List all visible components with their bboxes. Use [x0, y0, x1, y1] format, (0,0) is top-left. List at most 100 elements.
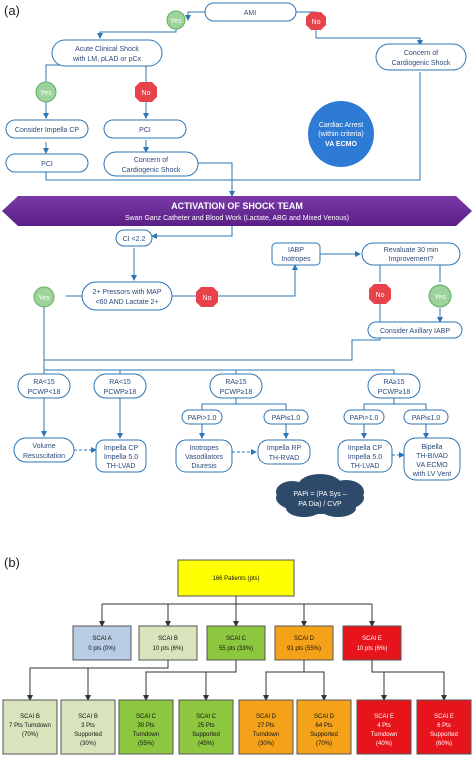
- leaf-nodes: SCAI B7 Pts Turndown(70%)SCAI B3 PtsSupp…: [2, 699, 472, 755]
- no-node-top: [306, 12, 326, 30]
- reevaluate-line1: Revaluate 30 min: [384, 247, 439, 254]
- ra2-line1: RA<15: [109, 379, 131, 386]
- consider-impella-text: Consider Impella CP: [15, 127, 80, 134]
- leaf-detail: (45%): [198, 741, 214, 747]
- inotropes-line1: Inotropes: [189, 445, 219, 452]
- concern-right-line2: Cardiogenic Shock: [392, 60, 451, 67]
- ci-node: [115, 229, 153, 247]
- papi-le1-node-a: [263, 409, 309, 425]
- ra1-line1: RA<15: [33, 379, 55, 386]
- leaf-name: SCAI B: [20, 714, 40, 720]
- banner-subtitle: Swan Ganz Catheter and Blood Work (Lacta…: [125, 215, 349, 222]
- impella-lvad-node: [95, 439, 147, 473]
- leaf-detail: (40%): [376, 741, 392, 747]
- pci-mid-text: PCI: [139, 127, 151, 134]
- leaf-detail: (60%): [436, 741, 452, 747]
- ami-text: AMI: [244, 10, 257, 17]
- yes-node-left: [35, 81, 57, 103]
- banner-title: ACTIVATION OF SHOCK TEAM: [171, 201, 303, 211]
- pressors-node: [81, 281, 173, 311]
- impella-rp-line2: TH-RVAD: [269, 455, 299, 462]
- stage-node-4: SCAI E10 pts (6%): [342, 625, 402, 661]
- consider-impella-node: [5, 119, 89, 139]
- inotropes-line2: Vasodilators: [185, 454, 224, 461]
- papi-formula-cloud: [276, 474, 364, 517]
- pci-mid-node: [103, 119, 187, 139]
- ra4-line2: PCWP≥18: [378, 389, 411, 396]
- impella-lvad2-line2: Impella 5.0: [348, 454, 382, 461]
- axillary-iabp-text: Consider Axillary IABP: [380, 328, 450, 335]
- leaf-name: SCAI E: [374, 714, 394, 720]
- impella-lvad-line1: Impella CP: [104, 445, 139, 452]
- leaf-detail: Supported: [430, 732, 458, 738]
- no-text-top: No: [312, 19, 321, 26]
- no-text-mid: No: [142, 90, 151, 97]
- no-node-mid: [135, 82, 157, 102]
- bipella-line1: Bipella: [421, 444, 442, 451]
- pci-left-text: PCI: [41, 161, 53, 168]
- leaf-name: SCAI D: [256, 714, 277, 720]
- stage-name: SCAI C: [226, 636, 247, 642]
- panel-b-label: (b): [4, 555, 20, 570]
- no-text-reevaluate: No: [376, 292, 385, 299]
- leaf-detail: 30 Pts: [137, 723, 154, 729]
- stage-node-3: SCAI D91 pts (55%): [274, 625, 334, 661]
- leaf-name: SCAI D: [314, 714, 335, 720]
- volume-node: [13, 437, 75, 463]
- stage-node-0: SCAI A0 pts (0%): [72, 625, 132, 661]
- no-text-pressors: No: [203, 295, 212, 302]
- iabp-node: [271, 242, 321, 266]
- leaf-detail: Turndown: [253, 732, 279, 738]
- leaf-detail: 64 Pts: [315, 723, 332, 729]
- leaf-detail: (30%): [258, 741, 274, 747]
- ra2-line2: PCWP≥18: [104, 389, 137, 396]
- acute-shock-line1: Acute Clinical Shock: [75, 46, 139, 53]
- impella-lvad2-line1: Impella CP: [348, 445, 383, 452]
- ra-node-1: [17, 373, 71, 399]
- cardiac-arrest-line1: Cardiac Arrest: [319, 122, 363, 129]
- leaf-detail: 7 Pts Turndown: [9, 723, 51, 729]
- leaf-detail: Supported: [192, 732, 220, 738]
- yes-text-reevaluate: Yes: [434, 294, 446, 301]
- ami-node: [204, 2, 297, 22]
- papi-le1-text-b: PAPi≤1.0: [412, 415, 441, 422]
- no-node-reevaluate: [369, 284, 391, 304]
- leaf-detail: 27 Pts: [257, 723, 274, 729]
- impella-lvad-line3: TH-LVAD: [107, 463, 136, 470]
- ra1-line2: PCWP<18: [28, 389, 61, 396]
- papi-gt1-node-a: [181, 409, 223, 425]
- stage-detail: 10 pts (6%): [357, 646, 388, 652]
- root-text: 166 Patients (pts): [212, 576, 259, 582]
- volume-line2: Resuscitation: [23, 453, 65, 460]
- bipella-line3: VA ECMO: [416, 462, 448, 469]
- leaf-name: SCAI C: [196, 714, 217, 720]
- reevaluate-node: [361, 242, 461, 266]
- acute-shock-line2: with LM, pLAD or pCx: [72, 56, 142, 63]
- papi-gt1-node-b: [343, 409, 385, 425]
- yes-text-mid: Yes: [38, 295, 50, 302]
- ra4-line1: RA≥15: [383, 379, 404, 386]
- inotropes-node: [175, 439, 233, 473]
- papi-le1-text-a: PAPi≤1.0: [272, 415, 301, 422]
- yes-text-top: Yes: [170, 18, 182, 25]
- stage-detail: 55 pts (33%): [219, 646, 253, 652]
- stage-node-2: SCAI C 55 pts (33%): [206, 625, 266, 661]
- ra3-line1: RA≥15: [225, 379, 246, 386]
- stage-node-1: SCAI B10 pts (6%): [138, 625, 198, 661]
- leaf-name: SCAI C: [136, 714, 157, 720]
- stage-name: SCAI B: [158, 636, 178, 642]
- ra-node-3: [209, 373, 263, 399]
- yes-node-reevaluate: [428, 284, 452, 308]
- concern-left-line1: Concern of: [134, 157, 168, 164]
- papi-gt1-text-a: PAPi>1.0: [188, 415, 217, 422]
- stage-name: SCAI D: [294, 636, 315, 642]
- bipella-line2: TH-BiVAD: [416, 453, 448, 460]
- cardiac-arrest-node: [308, 101, 374, 167]
- axillary-iabp-node: [367, 321, 463, 339]
- shock-team-banner: [2, 196, 472, 226]
